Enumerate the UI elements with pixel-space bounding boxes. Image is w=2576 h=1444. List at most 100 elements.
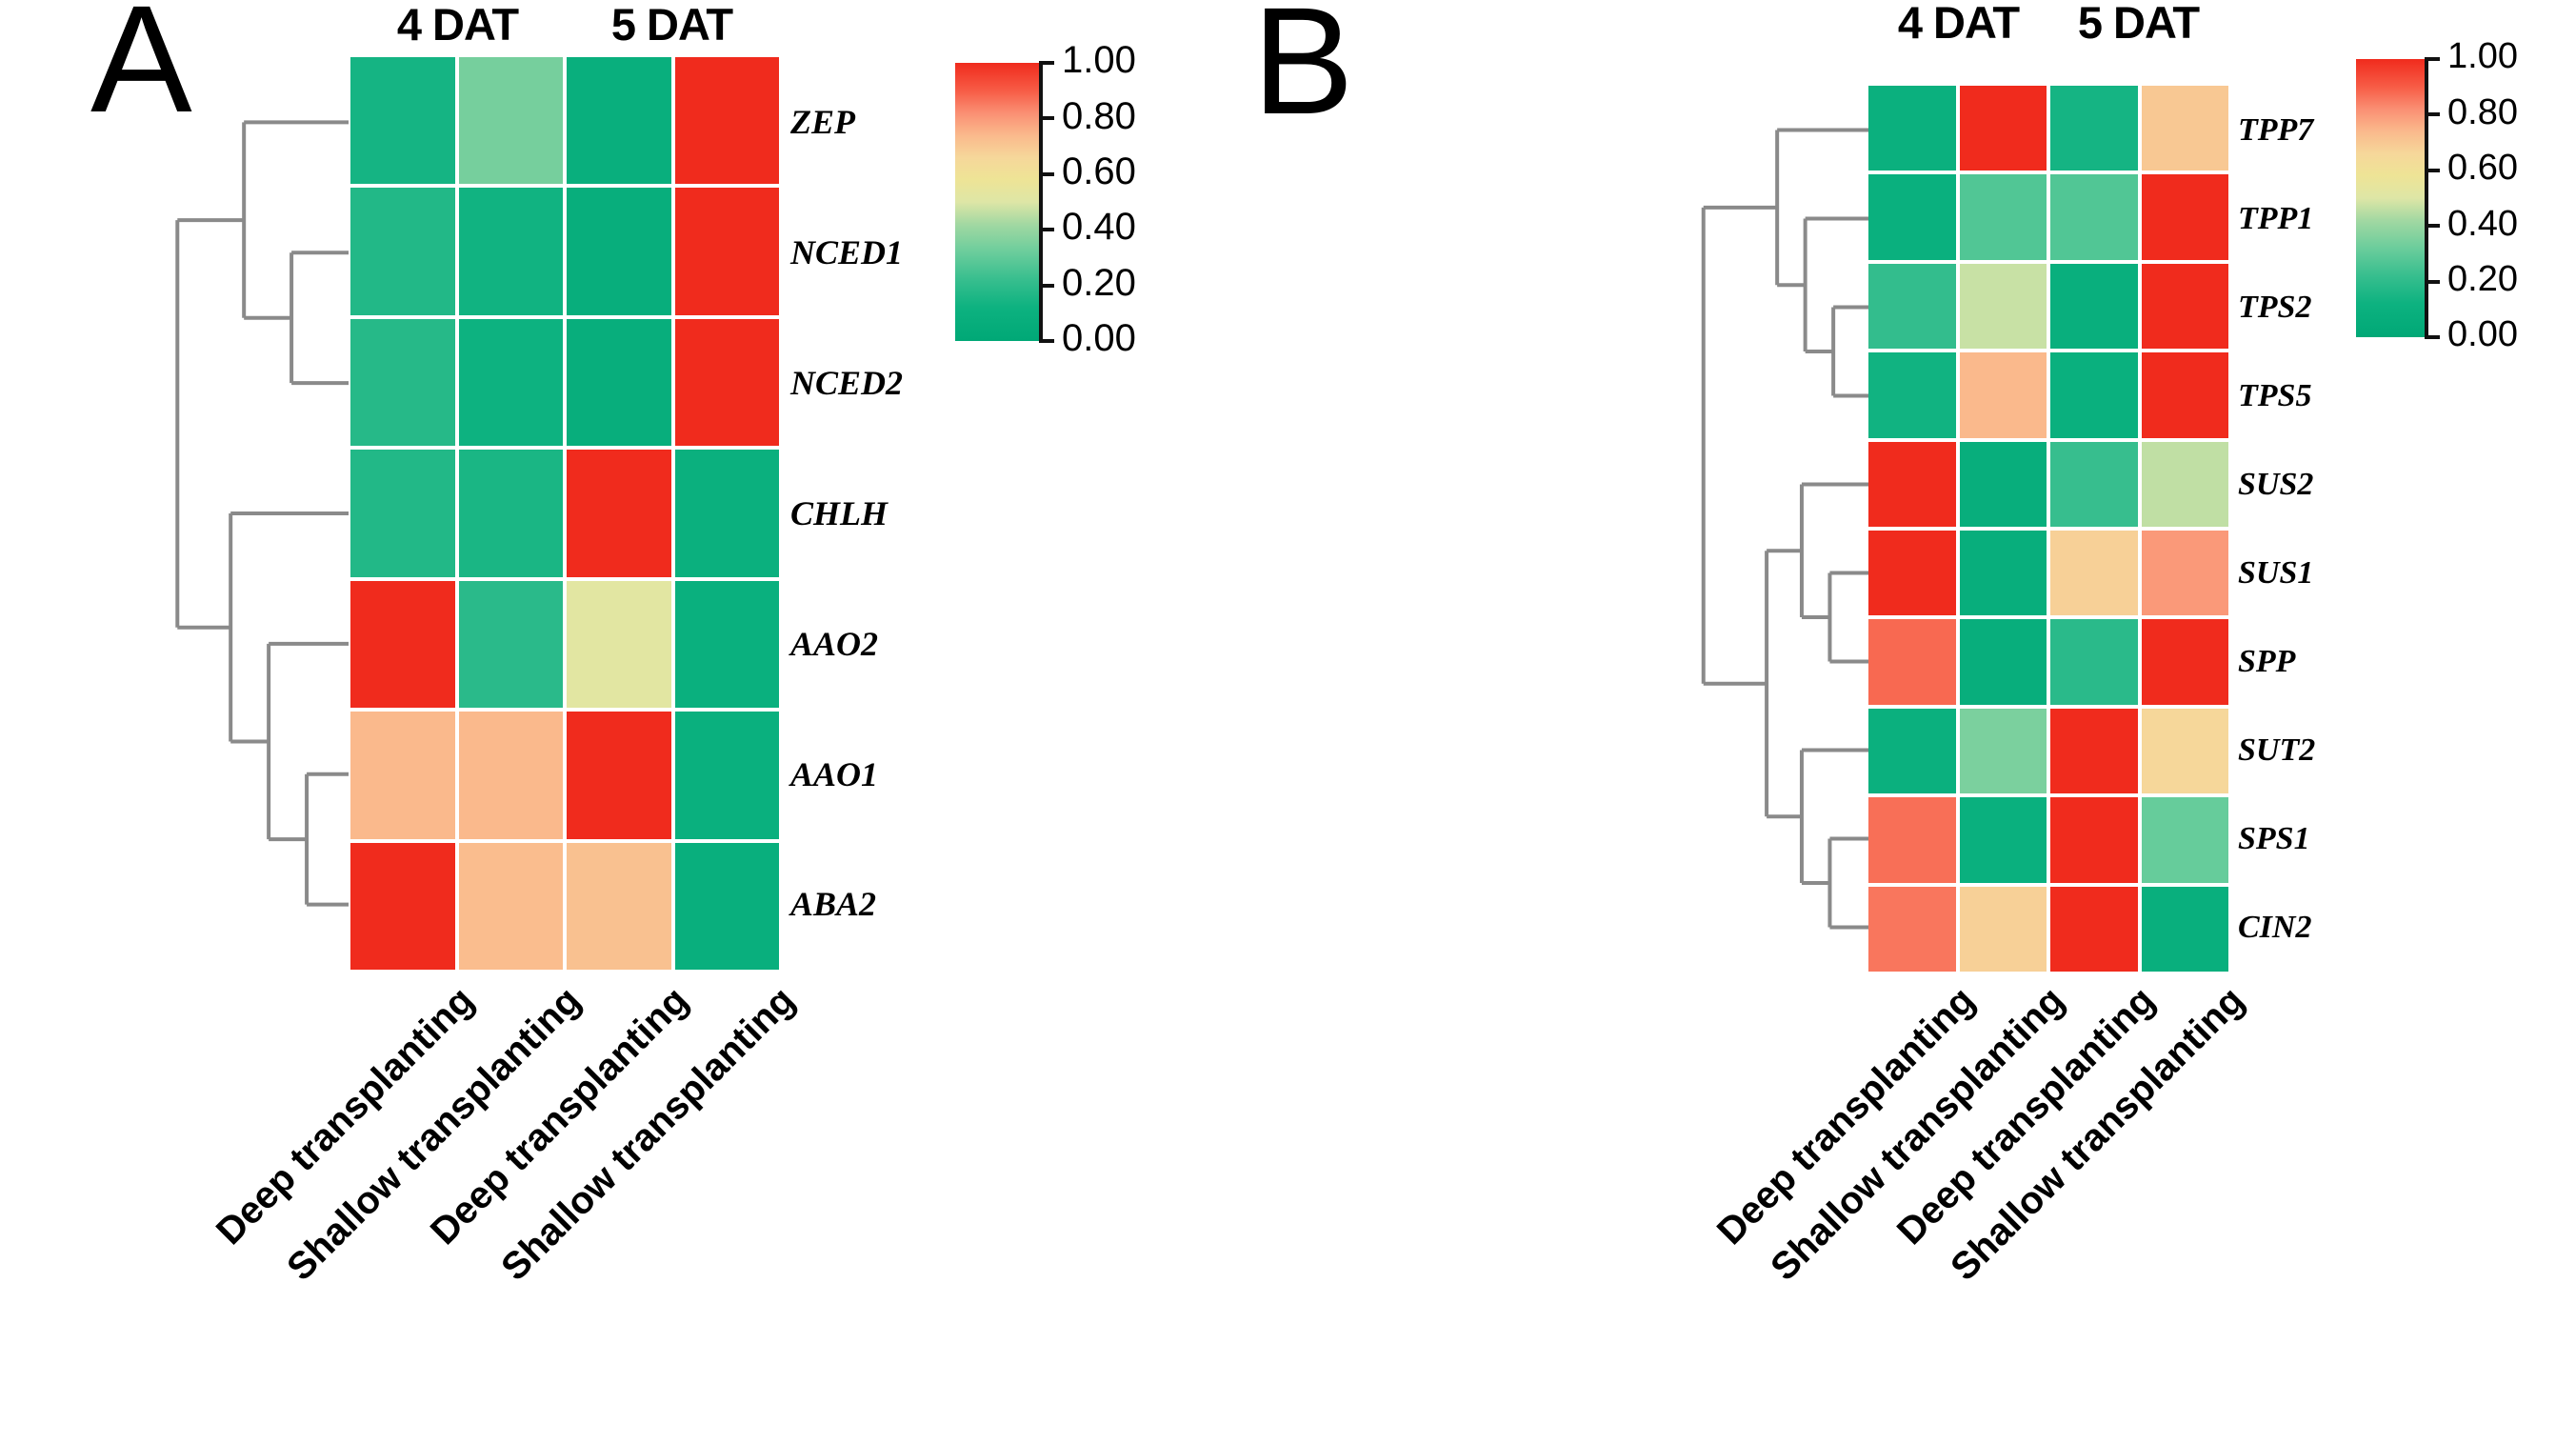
heatmap-cell bbox=[1959, 886, 2047, 972]
gene-label: SPP bbox=[2238, 643, 2296, 679]
colorbar-axis-line bbox=[2425, 59, 2428, 337]
colorbar-tick-label: 0.20 bbox=[1062, 261, 1136, 304]
heatmap-cell bbox=[674, 450, 779, 577]
gene-label: TPS2 bbox=[2238, 289, 2312, 325]
colorbar-tick bbox=[1039, 228, 1054, 232]
heatmap-cell bbox=[1959, 797, 2047, 883]
heatmap-cell bbox=[2050, 441, 2138, 527]
colorbar-tick bbox=[2425, 335, 2440, 339]
gene-label: TPP7 bbox=[2238, 111, 2314, 148]
heatmap-cell bbox=[350, 580, 455, 709]
heatmap-cell bbox=[1959, 619, 2047, 705]
heatmap-cell bbox=[350, 450, 455, 577]
gene-label: TPP1 bbox=[2238, 200, 2314, 236]
heatmap-cell bbox=[1959, 708, 2047, 794]
heatmap-cell bbox=[350, 57, 455, 185]
panel-letter-b: B bbox=[1252, 0, 1354, 146]
gene-label: AAO1 bbox=[790, 754, 879, 793]
colorbar-tick-label: 0.00 bbox=[2447, 314, 2518, 355]
colorbar-tick bbox=[2425, 279, 2440, 284]
heatmap-cell bbox=[1959, 531, 2047, 616]
heatmap-cell bbox=[2050, 531, 2138, 616]
heatmap-cell bbox=[2050, 263, 2138, 350]
heatmap-cell bbox=[567, 580, 671, 709]
heatmap-cell bbox=[350, 188, 455, 315]
heatmap-cell bbox=[1868, 797, 1956, 883]
heatmap-cell bbox=[2141, 886, 2228, 972]
heatmap-cell bbox=[2141, 531, 2228, 616]
gene-label: NCED1 bbox=[790, 233, 904, 272]
heatmap-cell bbox=[1868, 352, 1956, 438]
gene-label: ABA2 bbox=[790, 885, 877, 924]
heatmap-grid-a bbox=[350, 57, 779, 970]
heatmap-cell bbox=[674, 580, 779, 709]
heatmap-cell bbox=[2050, 886, 2138, 972]
heatmap-cell bbox=[1868, 174, 1956, 260]
colorbar-tick-label: 0.20 bbox=[2447, 259, 2518, 300]
colorbar-tick-label: 1.00 bbox=[1062, 39, 1136, 82]
heatmap-cell bbox=[1868, 531, 1956, 616]
colorbar-gradient bbox=[2356, 59, 2425, 337]
panel-letter-a: A bbox=[90, 0, 192, 144]
colorbar-axis-line bbox=[1039, 63, 1043, 341]
heatmap-cell bbox=[2141, 619, 2228, 705]
heatmap-cell bbox=[1959, 174, 2047, 260]
heatmap-cell bbox=[674, 318, 779, 447]
heatmap-cell bbox=[1959, 352, 2047, 438]
gene-label: TPS5 bbox=[2238, 377, 2312, 413]
heatmap-cell bbox=[458, 57, 563, 185]
gene-label: CIN2 bbox=[2238, 909, 2312, 945]
gene-label: SPS1 bbox=[2238, 820, 2310, 856]
heatmap-cell bbox=[567, 712, 671, 839]
group-header-5-dat: 5 DAT bbox=[2077, 0, 2200, 48]
heatmap-cell bbox=[1868, 441, 1956, 527]
colorbar-tick-label: 0.00 bbox=[1062, 317, 1136, 360]
heatmap-cell bbox=[458, 712, 563, 839]
heatmap-cell bbox=[1868, 263, 1956, 350]
colorbar-tick bbox=[1039, 116, 1054, 121]
gene-label: ZEP bbox=[790, 103, 855, 142]
heatmap-cell bbox=[567, 188, 671, 315]
colorbar-tick-label: 0.80 bbox=[2447, 91, 2518, 132]
heatmap-grid-b bbox=[1868, 86, 2228, 972]
row-dendrogram-b bbox=[1701, 128, 1868, 930]
heatmap-cell bbox=[1868, 708, 1956, 794]
heatmap-cell bbox=[1868, 86, 1956, 171]
heatmap-cell bbox=[1959, 263, 2047, 350]
heatmap-cell bbox=[2141, 352, 2228, 438]
colorbar-gradient bbox=[955, 63, 1039, 341]
colorbar-tick bbox=[1039, 283, 1054, 288]
heatmap-cell bbox=[674, 842, 779, 970]
heatmap-cell bbox=[674, 712, 779, 839]
group-header-4-dat: 4 DAT bbox=[396, 0, 519, 50]
heatmap-cell bbox=[458, 318, 563, 447]
heatmap-cell bbox=[2141, 441, 2228, 527]
heatmap-cell bbox=[674, 57, 779, 185]
gene-label: SUT2 bbox=[2238, 732, 2316, 768]
heatmap-cell bbox=[1959, 86, 2047, 171]
heatmap-cell bbox=[674, 188, 779, 315]
colorbar-tick bbox=[2425, 112, 2440, 117]
colorbar-tick bbox=[2425, 224, 2440, 229]
heatmap-cell bbox=[1868, 886, 1956, 972]
colorbar-tick bbox=[2425, 57, 2440, 61]
colorbar-tick-label: 0.80 bbox=[1062, 94, 1136, 137]
gene-label: AAO2 bbox=[790, 624, 879, 663]
gene-label: SUS2 bbox=[2238, 466, 2314, 502]
heatmap-cell bbox=[567, 318, 671, 447]
colorbar-tick bbox=[1039, 171, 1054, 176]
gene-label: CHLH bbox=[790, 493, 889, 532]
colorbar-tick bbox=[1039, 61, 1054, 65]
heatmap-cell bbox=[1959, 441, 2047, 527]
group-header-5-dat: 5 DAT bbox=[610, 0, 733, 50]
group-header-4-dat: 4 DAT bbox=[1897, 0, 2020, 48]
heatmap-cell bbox=[567, 57, 671, 185]
colorbar-tick bbox=[1039, 339, 1054, 343]
heatmap-cell bbox=[2050, 619, 2138, 705]
gene-label: NCED2 bbox=[790, 364, 904, 403]
colorbar-tick-label: 0.60 bbox=[2447, 148, 2518, 189]
